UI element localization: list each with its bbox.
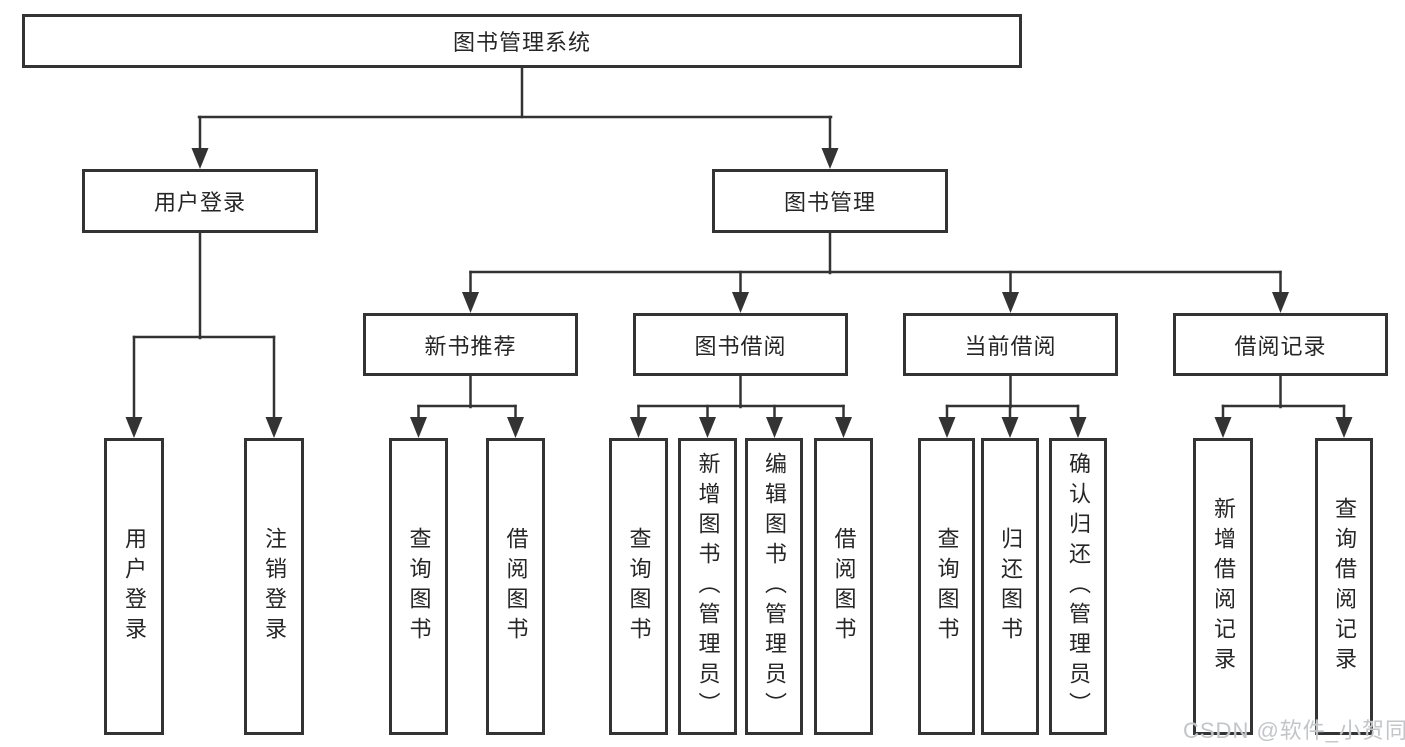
node-label: 查询图书 bbox=[934, 526, 960, 647]
node-label: 新增借阅记录 bbox=[1211, 496, 1236, 677]
watermark: CSDN @软件_小贺同学 bbox=[1183, 718, 1405, 743]
node-label: 查询图书 bbox=[406, 526, 432, 647]
leaf-confirm-return-admin: 确认归还（管理员） bbox=[1049, 438, 1107, 735]
leaf-borrow-books-recommend: 借阅图书 bbox=[486, 438, 545, 735]
node-label: 用户登录 bbox=[122, 526, 147, 647]
leaf-query-books-recommend: 查询图书 bbox=[389, 438, 448, 735]
leaf-query-books-borrowing: 查询图书 bbox=[609, 438, 668, 735]
leaf-add-borrow-record: 新增借阅记录 bbox=[1193, 438, 1253, 735]
node-borrowing-records: 借阅记录 bbox=[1173, 313, 1388, 376]
node-label: 新增图书（管理员） bbox=[695, 451, 721, 722]
node-book-borrowing: 图书借阅 bbox=[633, 313, 848, 376]
node-new-book-recommend: 新书推荐 bbox=[363, 313, 578, 376]
node-label: 借阅图书 bbox=[831, 526, 857, 647]
leaf-user-login: 用户登录 bbox=[104, 438, 164, 735]
node-label: 查询图书 bbox=[626, 526, 652, 647]
leaf-query-borrow-record: 查询借阅记录 bbox=[1315, 438, 1373, 735]
node-label: 图书借阅 bbox=[694, 333, 787, 359]
node-label: 用户登录 bbox=[153, 190, 246, 215]
node-label: 编辑图书（管理员） bbox=[762, 451, 787, 722]
leaf-borrow-books: 借阅图书 bbox=[814, 438, 873, 735]
node-label: 注销登录 bbox=[262, 526, 287, 647]
node-label: 借阅图书 bbox=[503, 526, 529, 647]
node-user-login: 用户登录 bbox=[82, 169, 318, 233]
leaf-logout: 注销登录 bbox=[244, 438, 304, 735]
leaf-return-books: 归还图书 bbox=[981, 438, 1039, 735]
node-library-management-system: 图书管理系统 bbox=[22, 14, 1022, 68]
node-label: 归还图书 bbox=[998, 526, 1023, 647]
node-label: 查询借阅记录 bbox=[1332, 496, 1357, 677]
node-label: 图书管理系统 bbox=[452, 30, 591, 55]
leaf-edit-books-admin: 编辑图书（管理员） bbox=[745, 438, 803, 735]
node-current-borrowing: 当前借阅 bbox=[903, 313, 1118, 376]
node-label: 当前借阅 bbox=[964, 333, 1057, 359]
node-label: 新书推荐 bbox=[424, 333, 517, 359]
node-label: 确认归还（管理员） bbox=[1066, 451, 1091, 722]
arrowheads bbox=[125, 148, 1353, 438]
node-label: 图书管理 bbox=[783, 190, 876, 215]
leaf-add-books-admin: 新增图书（管理员） bbox=[678, 438, 737, 735]
node-label: 借阅记录 bbox=[1234, 333, 1327, 359]
leaf-query-books-current: 查询图书 bbox=[918, 438, 975, 735]
node-book-management: 图书管理 bbox=[712, 169, 948, 233]
